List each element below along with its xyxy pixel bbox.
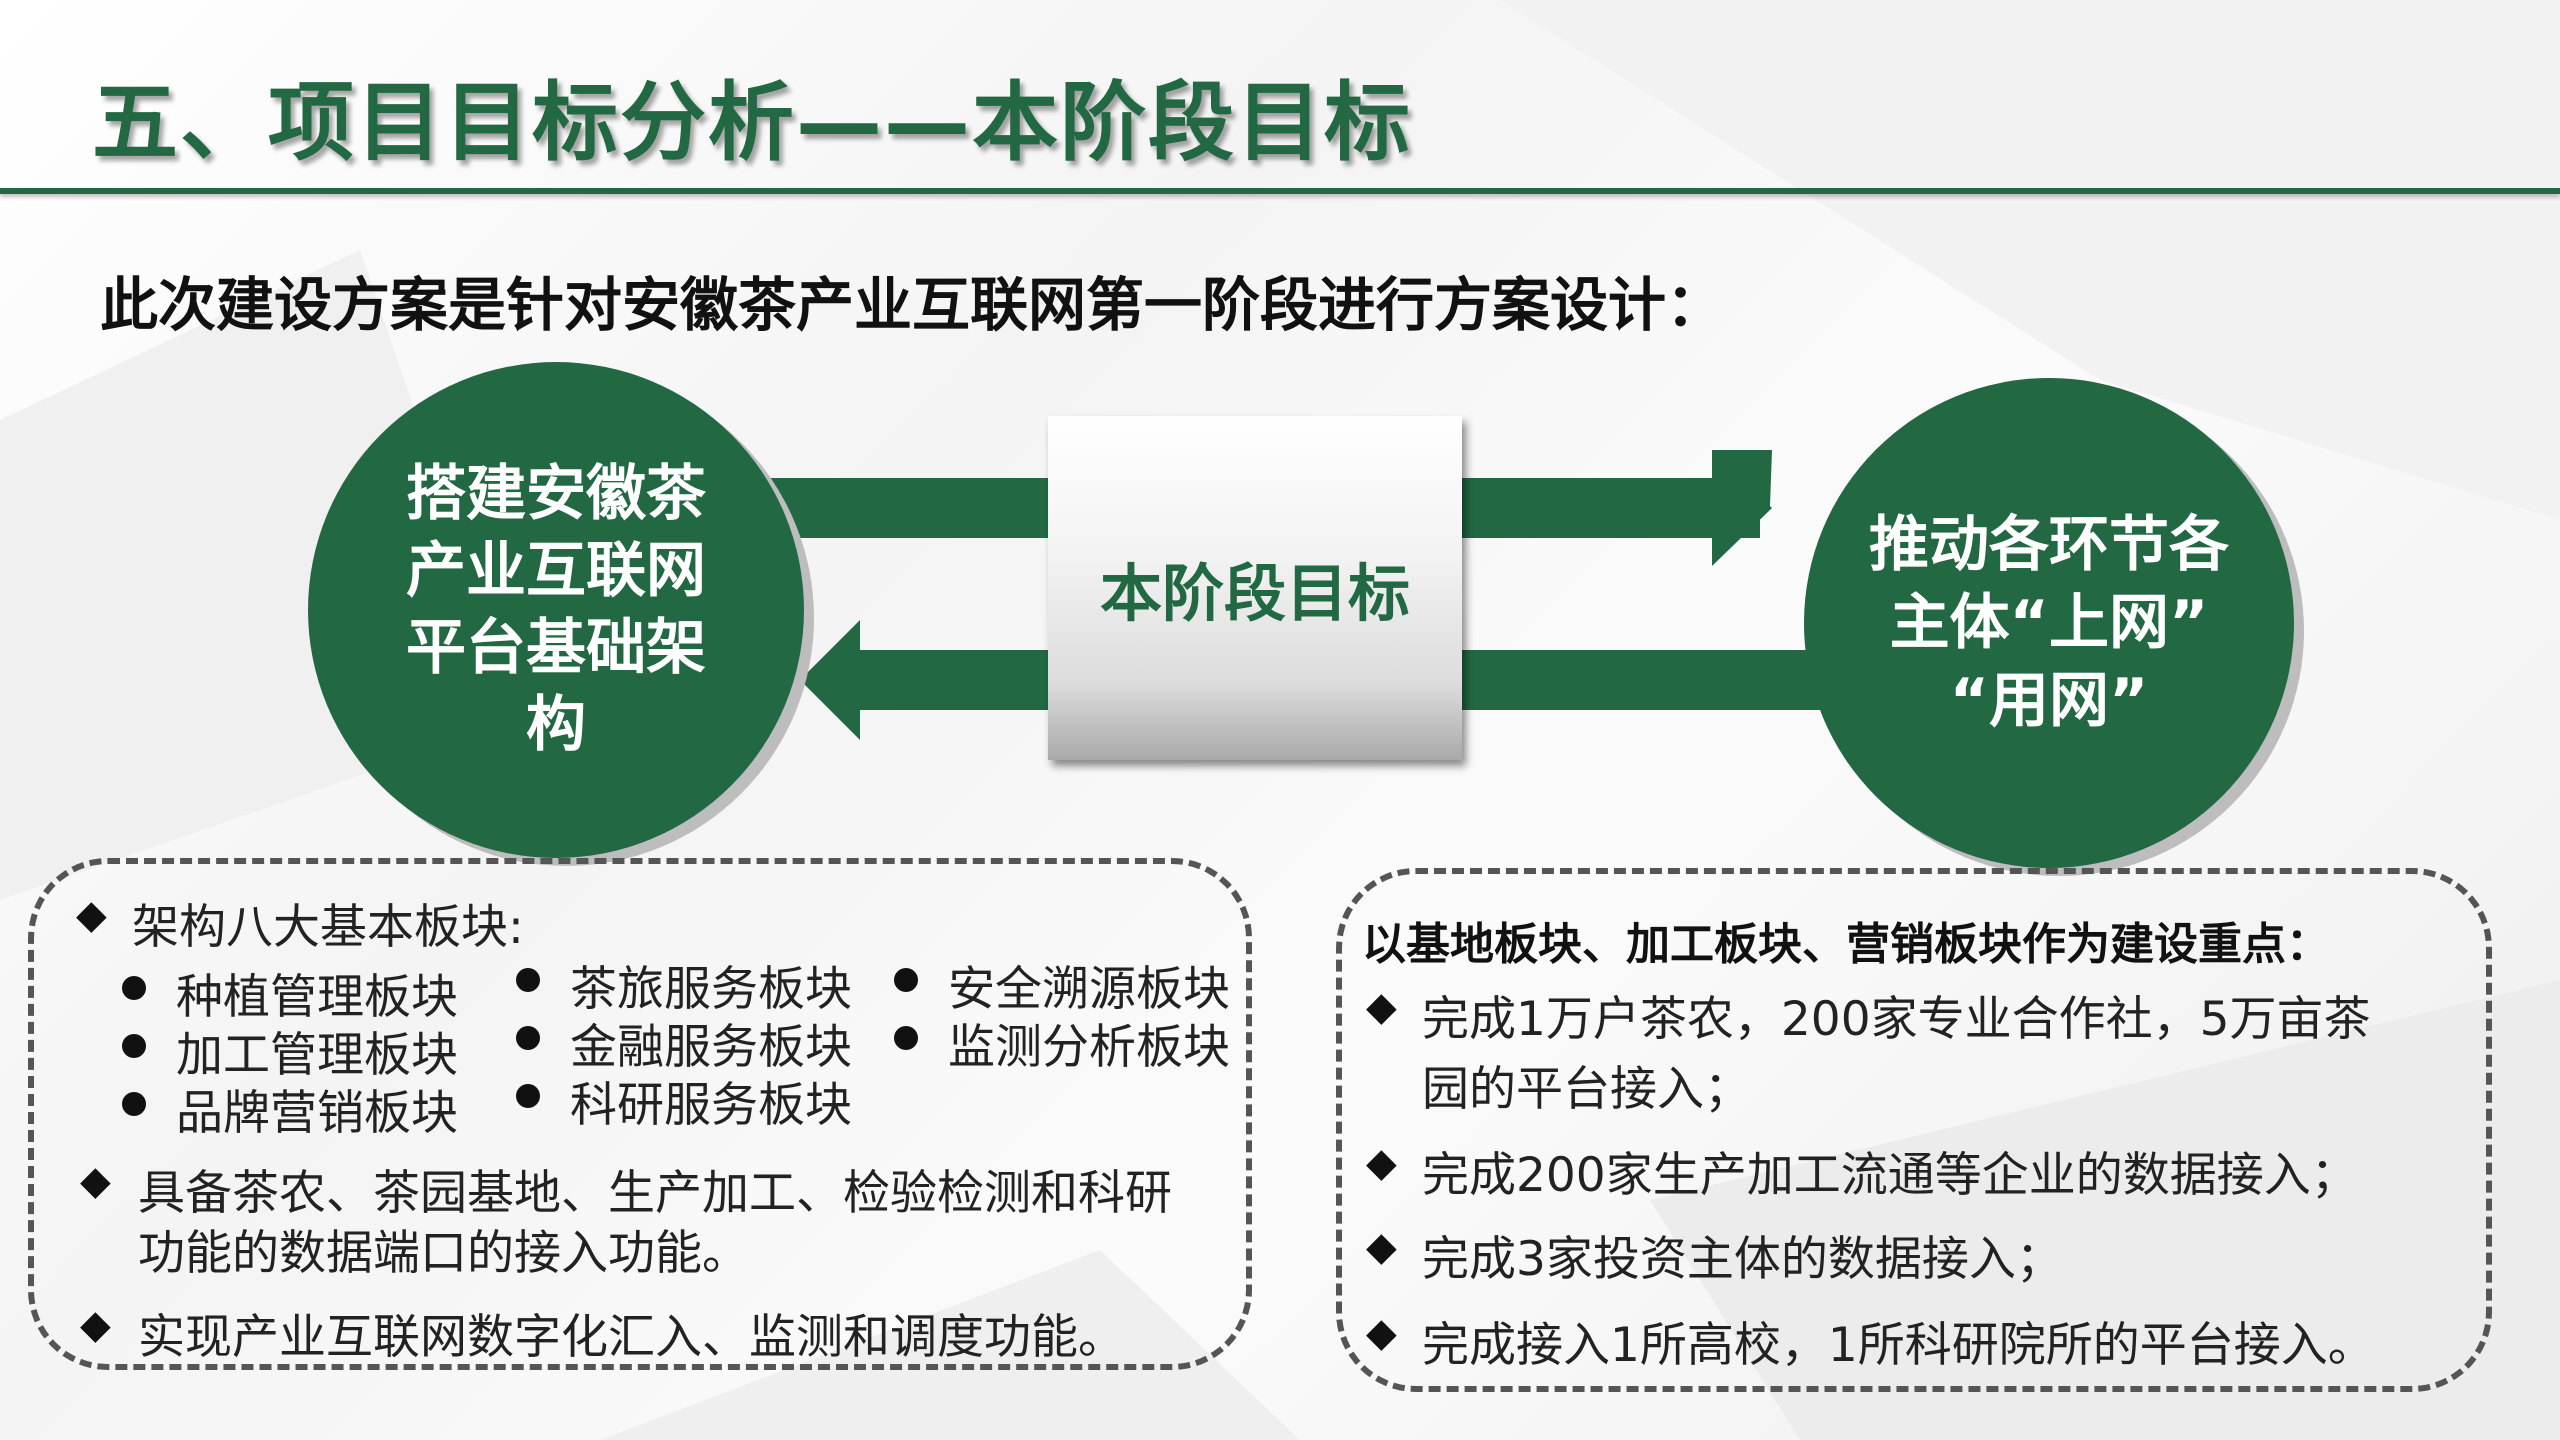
data-port-text-line2: 功能的数据端口的接入功能。 <box>138 1226 749 1281</box>
diamond-bullet-icon: ◆ <box>1366 984 1397 1030</box>
platform-goal-text: 搭建安徽茶产业互联网平台基础架构 <box>406 459 706 760</box>
target-farmers-line2: 园的平台接入； <box>1422 1062 1751 1117</box>
target-institutions: 完成接入1所高校，1所科研院所的平台接入。 <box>1422 1318 2375 1373</box>
stage-goal-box: 本阶段目标 <box>1048 416 1462 760</box>
dot-bullet-icon <box>122 1092 146 1116</box>
diamond-bullet-icon: ◆ <box>80 1158 111 1204</box>
diamond-bullet-icon: ◆ <box>1366 1310 1397 1356</box>
dot-bullet-icon <box>122 1034 146 1058</box>
stage-goal-label: 本阶段目标 <box>1099 557 1410 630</box>
right-dashed-panel <box>1336 868 2492 1392</box>
diamond-bullet-icon: ◆ <box>1366 1140 1397 1186</box>
adoption-goal-circle: 推动各环节各主体“上网” “用网” <box>1804 378 2294 868</box>
adoption-goal-text: 推动各环节各主体“上网” “用网” <box>1869 510 2229 736</box>
slide-title: 五、项目目标分析——本阶段目标 <box>92 73 1412 173</box>
diamond-bullet-icon: ◆ <box>80 1302 111 1348</box>
module-item: 金融服务板块 <box>570 1020 852 1075</box>
module-item: 安全溯源板块 <box>948 962 1230 1017</box>
module-item: 品牌营销板块 <box>176 1086 458 1141</box>
left-dashed-panel <box>28 858 1252 1370</box>
target-enterprises: 完成200家生产加工流通等企业的数据接入； <box>1422 1148 2358 1203</box>
data-port-text-line1: 具备茶农、茶园基地、生产加工、检验检测和科研 <box>138 1166 1172 1221</box>
target-investors: 完成3家投资主体的数据接入； <box>1422 1232 2063 1287</box>
diamond-bullet-icon: ◆ <box>76 892 107 938</box>
dot-bullet-icon <box>516 968 540 992</box>
module-item: 监测分析板块 <box>948 1020 1230 1075</box>
module-item: 种植管理板块 <box>176 970 458 1025</box>
diamond-bullet-icon: ◆ <box>1366 1224 1397 1270</box>
module-item: 加工管理板块 <box>176 1028 458 1083</box>
dot-bullet-icon <box>516 1026 540 1050</box>
dot-bullet-icon <box>894 968 918 992</box>
dot-bullet-icon <box>122 976 146 1000</box>
intro-text: 此次建设方案是针对安徽茶产业互联网第一阶段进行方案设计： <box>100 271 1725 339</box>
module-item: 茶旅服务板块 <box>570 962 852 1017</box>
platform-goal-circle: 搭建安徽茶产业互联网平台基础架构 <box>308 362 804 858</box>
dot-bullet-icon <box>516 1084 540 1108</box>
title-divider <box>0 188 2560 194</box>
focus-heading: 以基地板块、加工板块、营销板块作为建设重点： <box>1362 919 2330 970</box>
target-farmers-line1: 完成1万户茶农，200家专业合作社，5万亩茶 <box>1422 992 2371 1047</box>
dot-bullet-icon <box>894 1026 918 1050</box>
digital-function-text: 实现产业互联网数字化汇入、监测和调度功能。 <box>138 1310 1125 1365</box>
module-item: 科研服务板块 <box>570 1078 852 1133</box>
modules-heading: 架构八大基本板块: <box>132 900 524 955</box>
